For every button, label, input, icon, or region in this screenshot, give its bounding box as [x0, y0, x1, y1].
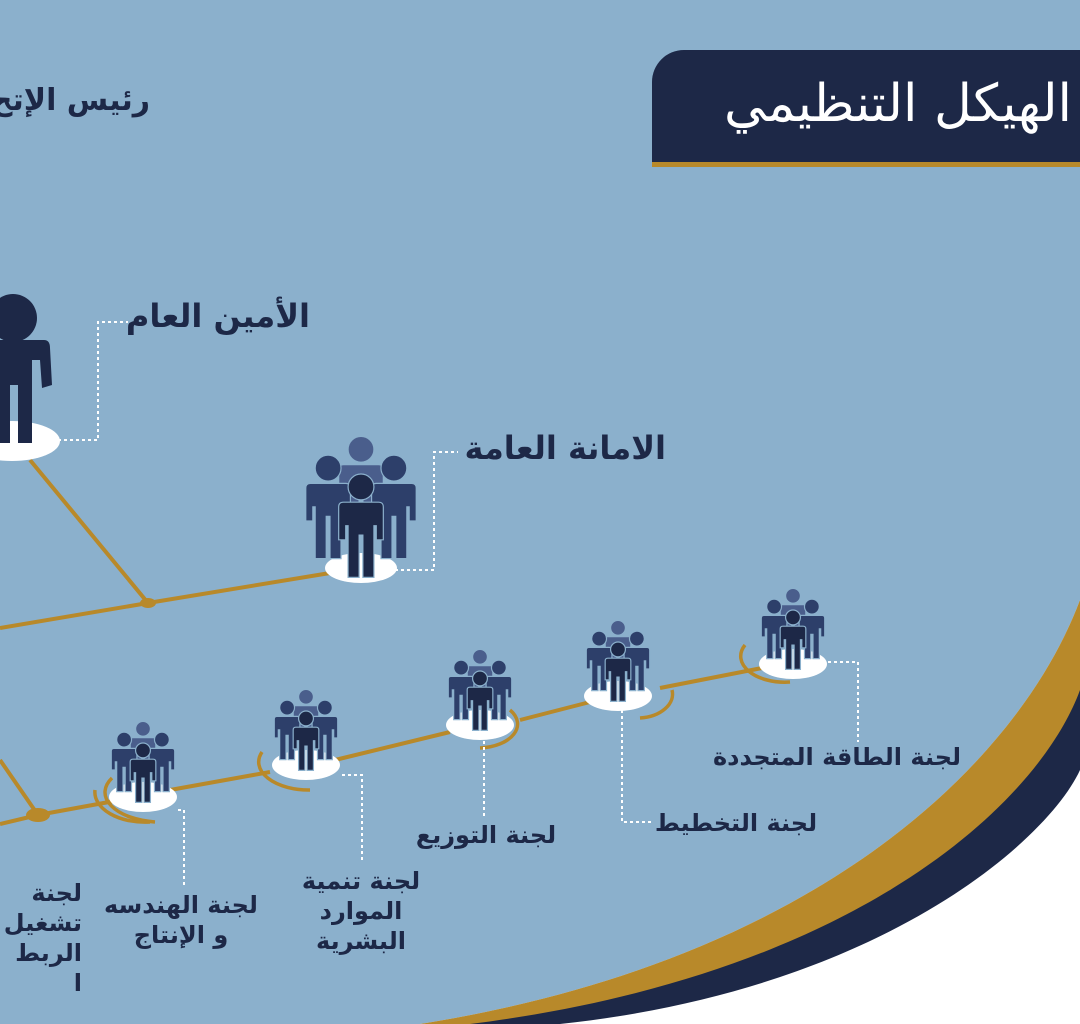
person-icon	[604, 641, 632, 702]
committee-label-line: البشرية	[316, 927, 406, 955]
committee-label-operations: لجنة تشغيل الربط ا	[0, 878, 82, 998]
person-icon	[292, 710, 320, 771]
secretary-general-label: الأمين العام	[125, 297, 310, 335]
committee-label-line: الربط ا	[15, 939, 82, 997]
committee-label-line: لجنة التخطيط	[654, 809, 818, 837]
general-secretariat-label: الامانة العامة	[464, 429, 666, 467]
secretary-general-figure	[0, 294, 52, 443]
junction-dot	[26, 808, 50, 822]
page-title: الهيكل التنظيمي	[723, 74, 1072, 134]
committee-label-engineering: لجنة الهندسه و الإنتاج	[100, 890, 262, 950]
committee-label-line: لجنة	[31, 879, 82, 907]
committee-label-planning: لجنة التخطيط	[654, 808, 818, 838]
committee-label-distribution: لجنة التوزيع	[414, 820, 558, 850]
person-icon	[779, 609, 807, 670]
committee-label-line: لجنة تنمية	[301, 867, 421, 895]
committee-label-line: لجنة التوزيع	[415, 821, 557, 849]
committee-label-line: و الإنتاج	[133, 921, 229, 949]
committee-label-hr: لجنة تنمية الموارد البشرية	[296, 866, 426, 956]
person-icon	[338, 473, 384, 578]
connector-lines	[0, 458, 763, 826]
committee-label-line: لجنة الهندسه	[104, 891, 258, 919]
committee-label-line: لجنة الطاقة المتجددة	[712, 743, 962, 771]
committee-label-line: تشغيل	[3, 909, 82, 937]
dotted-connectors	[58, 321, 859, 888]
president-label: رئيس الإتح	[0, 83, 150, 118]
base-arcs	[93, 643, 791, 824]
committee-figures	[110, 435, 826, 803]
gold-swoosh	[420, 600, 1080, 1024]
committee-label-renewable: لجنة الطاقة المتجددة	[712, 742, 962, 772]
title-banner: الهيكل التنظيمي	[652, 50, 1080, 167]
person-icon	[466, 670, 494, 731]
junction-dot	[140, 598, 156, 608]
committee-label-line: الموارد	[319, 897, 403, 925]
person-icon	[129, 742, 157, 803]
person-icon	[760, 598, 788, 660]
